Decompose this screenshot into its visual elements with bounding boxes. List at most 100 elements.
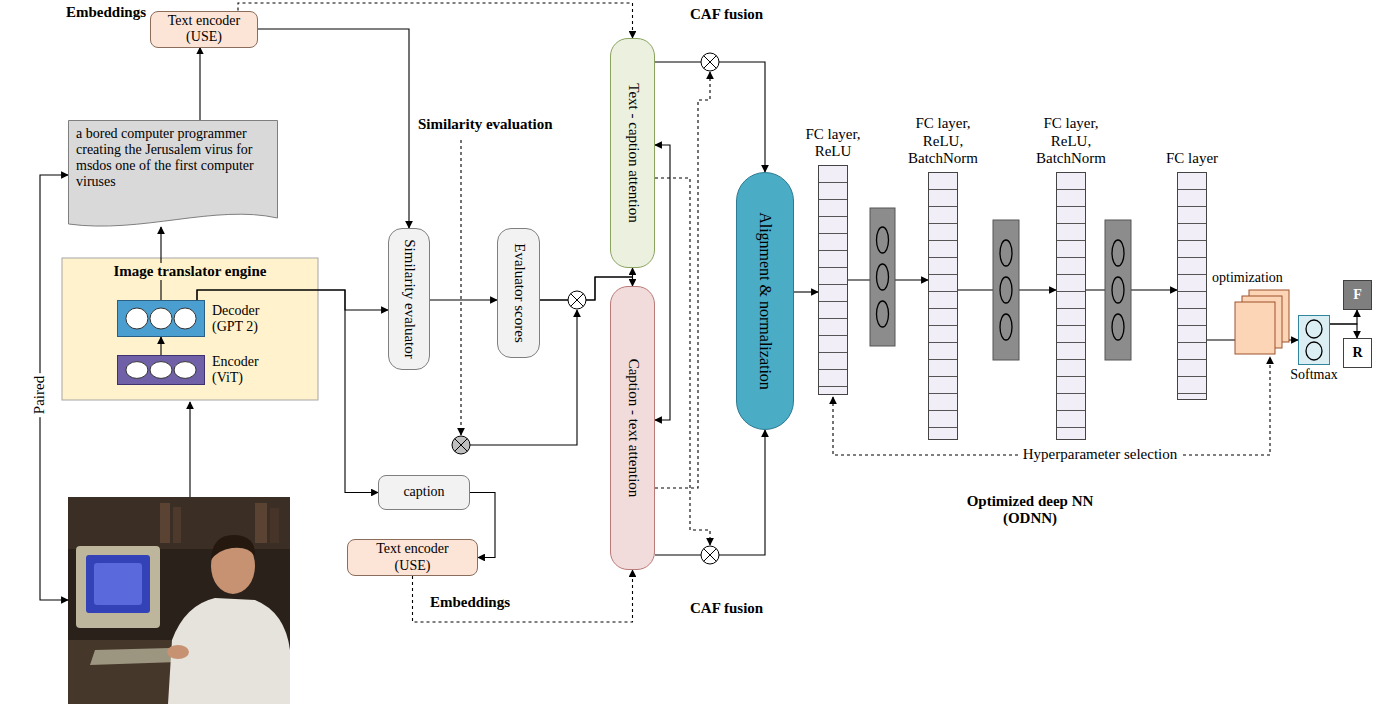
neuron <box>126 362 148 379</box>
heading-wrap: FC layer, ReLU, BatchNorm <box>903 115 983 167</box>
softmax-label: Softmax <box>1290 367 1337 383</box>
module-label: Encoder (ViT) <box>212 354 284 386</box>
layer-column: FC layer, ReLU, BatchNorm <box>928 172 958 440</box>
rotated-label: Text - caption attention <box>624 83 641 222</box>
dropout-box <box>1105 220 1131 360</box>
neuron <box>150 308 172 329</box>
neuron <box>877 301 889 327</box>
annotation-label: Hyperparameter selection <box>1020 446 1181 463</box>
photo-books <box>173 507 181 543</box>
layer-column: FC layer, ReLU <box>818 165 848 395</box>
annotation-label: optimization <box>1212 270 1283 286</box>
dropout-block <box>1105 220 1131 360</box>
box-label: R <box>1352 345 1362 361</box>
dotted-wire <box>655 72 710 488</box>
photo-arrow <box>189 402 190 497</box>
band-fill <box>62 258 318 400</box>
heading-wrap: FC layer, ReLU, BatchNorm <box>1031 115 1111 167</box>
multiply-symbol <box>701 53 719 71</box>
document-outline-path <box>69 121 278 227</box>
photo-hair <box>211 535 255 560</box>
box-label: F <box>1353 287 1362 303</box>
multiply-circle <box>452 436 470 454</box>
annotation-label: Embeddings <box>430 594 510 611</box>
annotation-label: CAF fusion <box>690 600 763 617</box>
document-text: a bored computer programmer creating the… <box>76 126 270 190</box>
photo-books <box>255 503 267 543</box>
layer-column: FC layer, ReLU, BatchNorm <box>1056 172 1086 440</box>
photo-ground <box>68 497 290 704</box>
photo-books <box>160 503 170 543</box>
neuron <box>877 227 889 253</box>
text-wrap: Text encoder (USE) <box>159 13 249 45</box>
multiply-cross <box>571 294 584 307</box>
annotation-label: CAF fusion <box>690 6 763 23</box>
decoder-box: Decoder (GPT 2) <box>117 300 205 337</box>
dropout-block <box>993 220 1019 360</box>
engine-band: Image translator engineDecoder (GPT 2)En… <box>62 258 318 400</box>
neuron-icons <box>1299 316 1329 364</box>
photo-keyboard <box>90 648 178 665</box>
photo-monitor <box>76 546 160 628</box>
box-label: Text encoder (USE) <box>368 541 458 573</box>
heading-wrap: FC layer <box>1152 150 1232 167</box>
layer-heading: FC layer, ReLU, BatchNorm <box>1031 115 1111 167</box>
neuron-icons <box>118 356 204 384</box>
neuron <box>1000 240 1012 266</box>
dotted-wire <box>460 140 461 435</box>
annotation-label: Paired <box>31 373 48 417</box>
dropout-box <box>993 220 1019 360</box>
layer-heading: FC layer, ReLU, BatchNorm <box>903 115 983 167</box>
neuron <box>1112 314 1124 340</box>
band-heading: Image translator engine <box>110 263 269 280</box>
process-box: Similarity evaluator <box>388 228 430 370</box>
neuron <box>126 308 148 329</box>
box-label: Text encoder (USE) <box>159 13 249 45</box>
neuron <box>1000 277 1012 303</box>
encoder-box: Text encoder (USE) <box>347 539 478 576</box>
neuron-icons <box>118 301 204 336</box>
neuron <box>150 362 172 379</box>
module-label: Decoder (GPT 2) <box>212 302 284 334</box>
connector <box>160 337 161 355</box>
output-box: F <box>1343 280 1372 310</box>
connector <box>258 29 409 228</box>
text-wrap: R <box>1352 345 1362 361</box>
neuron <box>1112 240 1124 266</box>
neuron <box>1000 314 1012 340</box>
text-wrap: Encoder (ViT) <box>212 354 284 386</box>
connector <box>794 291 818 292</box>
connector <box>655 145 670 420</box>
caption-box: caption <box>378 475 470 510</box>
connector <box>655 430 765 555</box>
text-wrap: Text encoder (USE) <box>368 541 458 573</box>
text-wrap: F <box>1353 287 1362 303</box>
multiply-circle <box>568 291 586 309</box>
multiply-cross <box>704 56 717 69</box>
rotated-label: Evaluator scores <box>510 243 527 343</box>
multiply-symbol <box>568 291 586 309</box>
band-heading-wrap: Image translator engine <box>62 262 318 280</box>
multiply-symbol <box>452 436 470 454</box>
output-box: R <box>1343 338 1372 368</box>
attention-box: Text - caption attention <box>610 38 655 268</box>
layer-column: FC layer <box>1177 172 1207 400</box>
alignment-box: Alignment & normalization <box>736 172 794 430</box>
rotated-text-wrap: Evaluator scores <box>510 243 527 343</box>
dropout-block <box>870 208 895 346</box>
neuron <box>174 362 196 379</box>
rotated-text-wrap: Alignment & normalization <box>756 212 774 390</box>
connector <box>1330 310 1357 324</box>
multiply-cross <box>455 439 468 452</box>
multiply-cross <box>704 549 717 562</box>
photo-illustration <box>68 497 290 704</box>
annotation-label: Similarity evaluation <box>418 116 553 133</box>
neuron <box>174 308 196 329</box>
dotted-wire <box>655 178 710 545</box>
multiply-symbol <box>701 546 719 564</box>
layer-heading: FC layer <box>1152 150 1232 167</box>
text-wrap: Decoder (GPT 2) <box>212 302 284 334</box>
attention-box: Caption - text attention <box>610 286 655 570</box>
connector <box>413 570 633 622</box>
